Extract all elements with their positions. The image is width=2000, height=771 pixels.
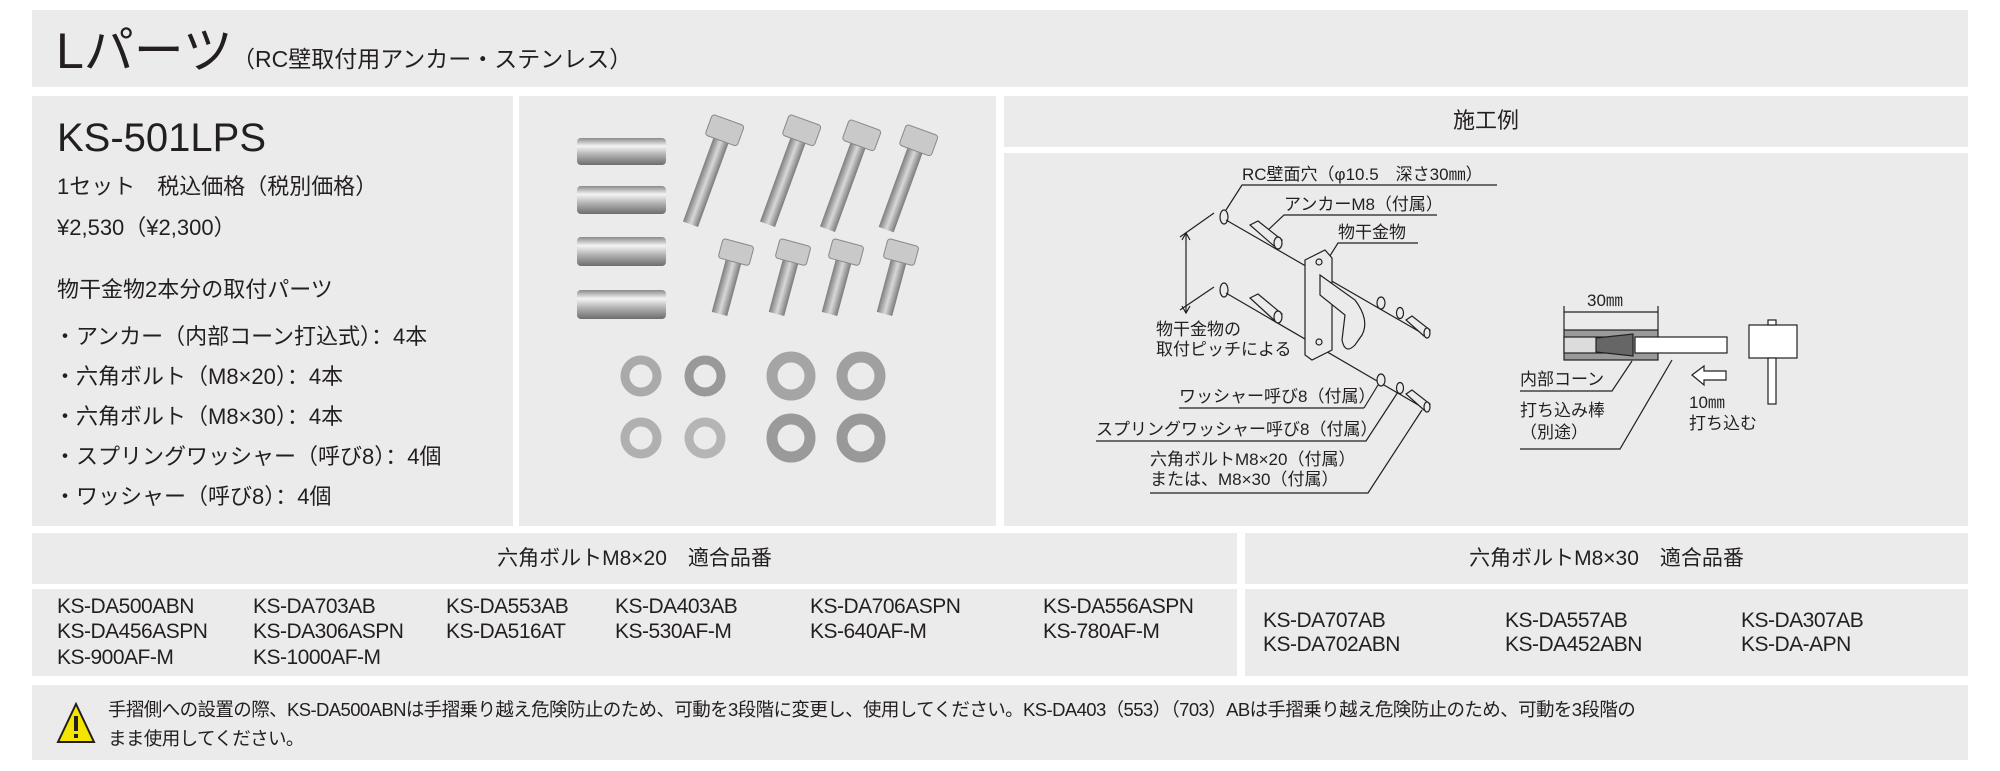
- compat-m8x30-list: KS-DA707AB KS-DA557AB KS-DA307AB KS-DA70…: [1245, 589, 1968, 676]
- short-bolt-icon: [768, 238, 811, 317]
- long-bolt-icon: [682, 114, 745, 228]
- washer-icon: [766, 413, 816, 463]
- washer-icon: [1376, 296, 1386, 310]
- product-photo-panel: [519, 96, 996, 526]
- hammer-icon: [1748, 319, 1798, 405]
- product-code: KS-501LPS: [57, 116, 267, 160]
- bolt-icon: [1405, 389, 1431, 413]
- depth-label: 30㎜: [1587, 291, 1623, 310]
- pitch-label-2: 取付ピッチによる: [1156, 340, 1292, 359]
- long-bolt-icon: [878, 124, 939, 233]
- installation-header: 施工例: [1004, 96, 1968, 147]
- compat-m8x30-header: 六角ボルトM8×30 適合品番: [1245, 533, 1968, 584]
- anchor-icon: [577, 237, 666, 266]
- model-code: KS-DA452ABN: [1505, 633, 1642, 656]
- model-code: KS-DA706ASPN: [810, 595, 961, 618]
- rod-label-2: （別途）: [1520, 423, 1588, 442]
- pitch-label-1: 物干金物の: [1156, 320, 1241, 339]
- model-code: KS-780AF-M: [1043, 620, 1160, 643]
- short-bolt-icon: [821, 238, 864, 317]
- installation-drawing: [1096, 184, 1798, 494]
- model-code: KS-DA702ABN: [1263, 633, 1400, 656]
- wall-hole-icon: [1219, 282, 1229, 298]
- bolt-label-2: または、M8×30（付属）: [1150, 470, 1339, 489]
- parts-heading: 物干金物2本分の取付パーツ: [57, 277, 333, 302]
- page-subtitle: （RC壁取付用アンカー・ステンレス）: [232, 46, 633, 72]
- arrow-left-icon: [1691, 364, 1727, 387]
- product-photo: [577, 114, 939, 463]
- parts-item: ・アンカー（内部コーン打込式）：4本: [54, 324, 428, 349]
- title-bar: Lパーツ （RC壁取付用アンカー・ステンレス）: [32, 10, 1968, 87]
- bracket-label: 物干金物: [1338, 223, 1406, 242]
- parts-item: ・ワッシャー（呼び8）：4個: [54, 484, 332, 509]
- price-label: 1セット 税込価格（税別価格）: [57, 174, 378, 199]
- warning-icon: [56, 702, 96, 743]
- spring-washer-icon: [620, 417, 662, 459]
- washer-label: ワッシャー呼び8（付属）: [1179, 387, 1376, 406]
- bolt-icon: [1405, 315, 1431, 339]
- model-code: KS-DA456ASPN: [57, 620, 208, 643]
- spring-washer-label: スプリングワッシャー呼び8（付属）: [1096, 420, 1378, 439]
- model-code: KS-900AF-M: [57, 646, 174, 669]
- wall-hole-icon: [1219, 209, 1229, 225]
- page-title: Lパーツ: [56, 23, 233, 79]
- model-code: KS-530AF-M: [615, 620, 732, 643]
- price: ¥2,530（¥2,300）: [57, 215, 236, 240]
- model-code: KS-640AF-M: [810, 620, 927, 643]
- spring-washer-icon: [684, 417, 726, 459]
- anchor-icon: [577, 290, 666, 319]
- model-code: KS-DA-APN: [1741, 633, 1851, 656]
- driving-rod-icon: [1634, 336, 1728, 354]
- washer-icon: [836, 413, 886, 463]
- long-bolt-icon: [819, 119, 882, 233]
- model-code: KS-DA553AB: [446, 595, 569, 618]
- drive-label-1: 10㎜: [1689, 393, 1725, 412]
- model-code: KS-DA403AB: [615, 595, 738, 618]
- compat-m8x20-list: KS-DA500ABN KS-DA703AB KS-DA553AB KS-DA4…: [32, 589, 1237, 676]
- bolt-label-1: 六角ボルトM8×20（付属）: [1150, 450, 1356, 469]
- model-code: KS-DA557AB: [1505, 609, 1628, 632]
- parts-item: ・スプリングワッシャー（呼び8）：4個: [54, 444, 442, 469]
- short-bolt-icon: [876, 238, 919, 317]
- warning-text-line1: 手摺側への設置の際、KS-DA500ABNは手摺乗り越え危険防止のため、可動を3…: [108, 699, 1636, 720]
- washer-icon: [1376, 373, 1386, 387]
- parts-item: ・六角ボルト（M8×30）：4本: [54, 404, 344, 429]
- spring-washer-icon: [1395, 306, 1405, 320]
- model-code: KS-1000AF-M: [253, 646, 381, 669]
- model-code: KS-DA703AB: [253, 595, 376, 618]
- warning-text-line2: まま使用してください。: [108, 728, 304, 749]
- spring-washer-icon: [1395, 381, 1405, 395]
- model-code: KS-DA707AB: [1263, 609, 1386, 632]
- drive-label-2: 打ち込む: [1689, 414, 1757, 433]
- washer-icon: [766, 351, 816, 401]
- short-bolt-icon: [711, 238, 754, 317]
- compat-m8x20-title: 六角ボルトM8×20 適合品番: [497, 547, 772, 570]
- compat-m8x30-title: 六角ボルトM8×30 適合品番: [1469, 547, 1744, 570]
- anchor-icon: [1248, 220, 1283, 250]
- spring-washer-icon: [684, 355, 726, 397]
- spring-washer-icon: [620, 355, 662, 397]
- parts-item: ・六角ボルト（M8×20）：4本: [54, 364, 344, 389]
- installation-title: 施工例: [1452, 108, 1519, 133]
- rod-label-1: 打ち込み棒: [1520, 401, 1605, 420]
- compat-m8x20-header: 六角ボルトM8×20 適合品番: [32, 533, 1237, 584]
- long-bolt-icon: [759, 114, 822, 228]
- model-code: KS-DA307AB: [1741, 609, 1864, 632]
- hole-label: RC壁面穴（φ10.5 深さ30㎜）: [1242, 165, 1483, 184]
- warning-note: 手摺側への設置の際、KS-DA500ABNは手摺乗り越え危険防止のため、可動を3…: [32, 685, 1968, 760]
- model-code: KS-DA306ASPN: [253, 620, 404, 643]
- anchor-icon: [577, 186, 666, 214]
- anchor-icon: [1248, 293, 1283, 324]
- model-code: KS-DA556ASPN: [1043, 595, 1194, 618]
- product-info-panel: KS-501LPS 1セット 税込価格（税別価格） ¥2,530（¥2,300）…: [32, 96, 513, 526]
- bracket-icon: [1304, 249, 1366, 361]
- washer-icon: [836, 351, 886, 401]
- anchor-icon: [577, 138, 666, 165]
- installation-diagram: RC壁面穴（φ10.5 深さ30㎜） アンカーM8（付属） 物干金物 物干金物の…: [1004, 153, 1968, 526]
- cone-label: 内部コーン: [1520, 370, 1605, 389]
- model-code: KS-DA500ABN: [57, 595, 194, 618]
- anchor-label: アンカーM8（付属）: [1284, 195, 1443, 214]
- model-code: KS-DA516AT: [446, 620, 566, 643]
